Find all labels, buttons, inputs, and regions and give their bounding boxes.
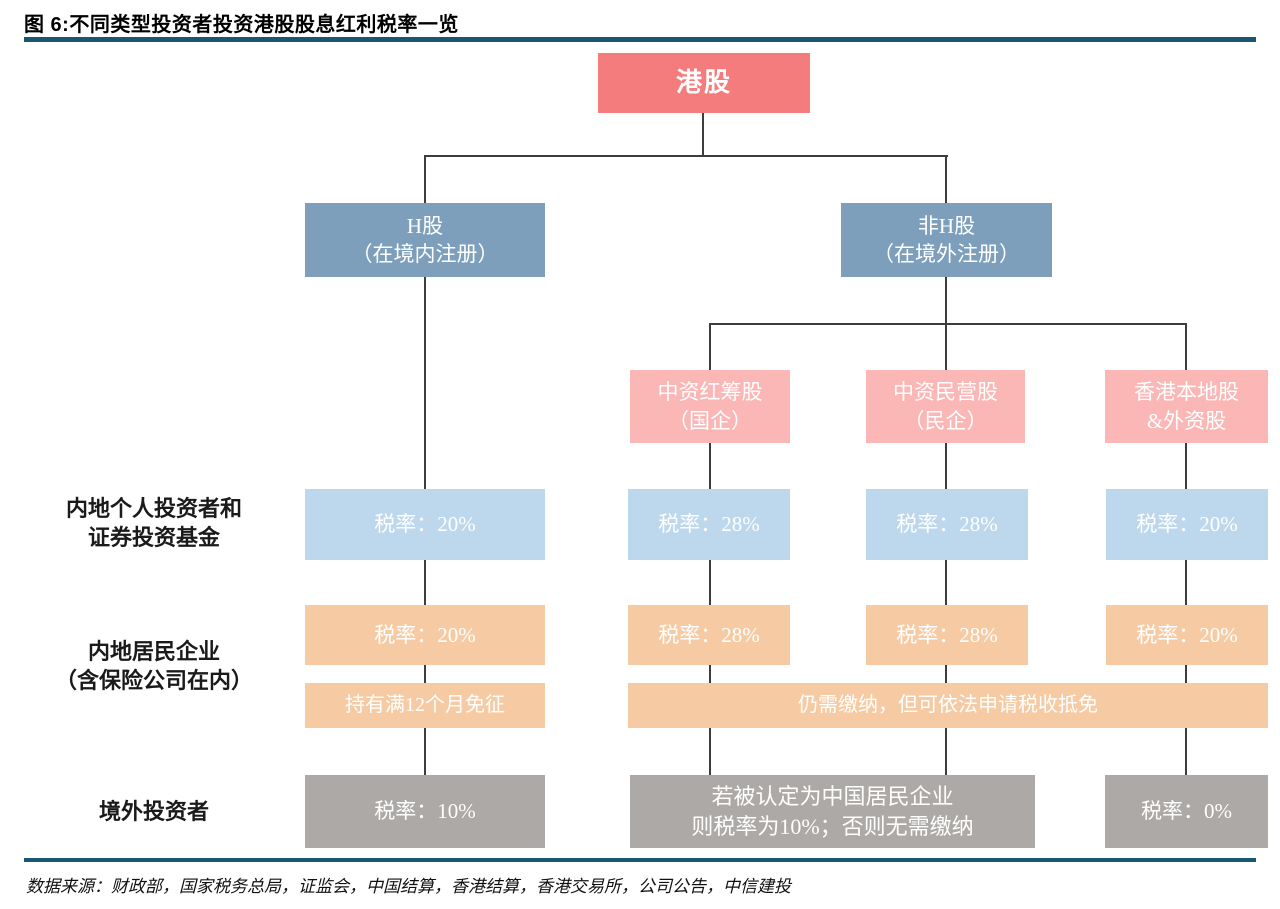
note-text: 仍需缴纳，但可依法申请税收抵免 — [798, 694, 1098, 716]
row-label-foreign-text: 境外投资者 — [98, 799, 209, 824]
rate-text: 税率：20% — [374, 512, 476, 537]
footer-divider-line — [24, 858, 1256, 862]
node-h-share: H股 （在境内注册） — [305, 203, 545, 277]
connector-level1-horizontal — [424, 155, 948, 157]
rate-enterprise-h-share: 税率：20% — [305, 605, 545, 665]
rate-enterprise-red-chip: 税率：28% — [628, 605, 790, 665]
note-text: 持有满12个月免征 — [345, 694, 505, 716]
node-private-enterprise: 中资民营股 （民企） — [866, 370, 1025, 443]
figure-title: 图 6:不同类型投资者投资港股股息红利税率一览 — [24, 14, 459, 36]
rate-foreign-local: 税率：0% — [1105, 775, 1268, 848]
connector-level2-horizontal — [709, 323, 1187, 325]
node-private-line2: （民企） — [903, 408, 988, 433]
node-hk-stocks: 港股 — [598, 53, 810, 113]
connector-non-h-down — [945, 277, 947, 323]
row-label-enterprise-line2: （含保险公司在内） — [54, 668, 253, 694]
node-h-share-line1: H股 — [406, 213, 444, 238]
rate-enterprise-local: 税率：20% — [1106, 605, 1268, 665]
note-enterprise-h-share-exemption: 持有满12个月免征 — [305, 683, 545, 728]
data-source-note: 数据来源：财政部，国家税务总局，证监会，中国结算，香港结算，香港交易所，公司公告… — [26, 877, 791, 896]
node-non-h-share-line2: （在境外注册） — [873, 242, 1020, 266]
row-label-enterprise-line1: 内地居民企业 — [87, 639, 220, 664]
rate-text: 税率：20% — [1136, 622, 1238, 647]
row-label-resident-enterprise: 内地居民企业 （含保险公司在内） — [20, 637, 288, 695]
rate-text: 税率：28% — [896, 512, 998, 537]
node-private-line1: 中资民营股 — [893, 380, 998, 405]
node-red-chip-line1: 中资红筹股 — [657, 380, 763, 405]
rate-individual-red-chip: 税率：28% — [628, 489, 790, 560]
rate-text: 税率：20% — [374, 622, 476, 647]
node-local-line2: &外资股 — [1146, 408, 1227, 433]
connector-to-non-h-share — [945, 155, 947, 203]
rate-text: 税率：28% — [896, 622, 998, 647]
node-red-chip: 中资红筹股 （国企） — [630, 370, 790, 443]
row-label-individual-investors: 内地个人投资者和 证券投资基金 — [20, 494, 288, 552]
row-label-foreign-investors: 境外投资者 — [20, 797, 288, 826]
rate-text: 税率：20% — [1136, 512, 1238, 537]
node-red-chip-line2: （国企） — [668, 408, 752, 433]
row-label-individual-line1: 内地个人投资者和 — [65, 496, 242, 521]
rate-text: 税率：28% — [658, 512, 760, 537]
node-local-line1: 香港本地股 — [1134, 380, 1239, 405]
node-non-h-share-line1: 非H股 — [917, 213, 976, 238]
connector-to-local — [1185, 323, 1187, 370]
note-enterprise-non-h-credit: 仍需缴纳，但可依法申请税收抵免 — [628, 683, 1268, 728]
note-foreign-china-resident-rule: 若被认定为中国居民企业 则税率为10%；否则无需缴纳 — [630, 775, 1035, 848]
connector-to-h-share — [424, 155, 426, 203]
connector-to-red-chip — [709, 323, 711, 370]
rate-text: 税率：28% — [658, 622, 760, 647]
node-non-h-share: 非H股 （在境外注册） — [841, 203, 1052, 277]
rate-individual-private: 税率：28% — [866, 489, 1028, 560]
title-divider-line — [24, 37, 1256, 42]
row-label-individual-line2: 证券投资基金 — [87, 525, 220, 551]
rate-enterprise-private: 税率：28% — [866, 605, 1028, 665]
note-foreign-line1: 若被认定为中国居民企业 — [711, 783, 954, 809]
rate-text: 税率：0% — [1141, 799, 1232, 824]
note-foreign-line2: 则税率为10%；否则无需缴纳 — [691, 813, 974, 839]
node-h-share-line2: （在境内注册） — [351, 242, 499, 266]
rate-foreign-h-share: 税率：10% — [305, 775, 545, 848]
connector-to-private — [945, 323, 947, 370]
rate-individual-h-share: 税率：20% — [305, 489, 545, 560]
rate-individual-local: 税率：20% — [1106, 489, 1268, 560]
connector-root-down — [702, 113, 704, 155]
node-hk-stocks-label: 港股 — [675, 68, 732, 98]
node-hk-local-foreign: 香港本地股 &外资股 — [1105, 370, 1268, 443]
rate-text: 税率：10% — [374, 799, 476, 824]
